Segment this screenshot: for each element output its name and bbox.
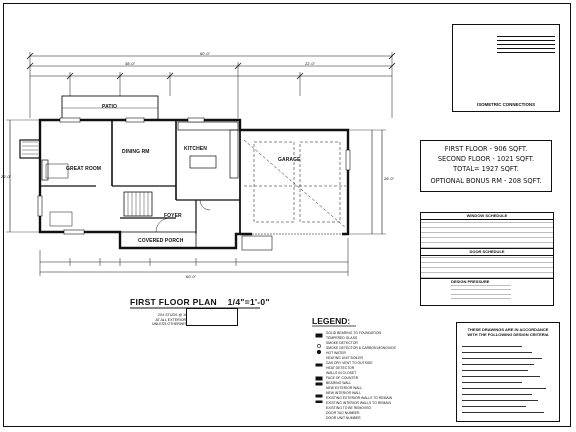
dim-left-overall: 26'-0" [1,174,12,179]
legend-item: NEW EXTERIOR WALL [326,386,363,390]
design-criteria-lines [462,341,554,413]
legend-item: WALLS IN CLOSET [326,371,357,375]
stud-note-line-3: UNLESS OTHERWISE NOTED [152,322,203,327]
legend-item: SOLID BEARING TO FOUNDATION [326,331,382,335]
legend-item: DOOR TAG NUMBER [326,411,360,415]
new-wall-key [186,308,238,326]
isometric-connections-panel: ISOMETRIC CONNECTIONS [452,24,560,112]
stud-note: 2X4 STUDS @ 16" O.C. AT ALL EXTERIOR WAL… [152,313,203,327]
legend-item: FACE OF COUNTER [326,376,359,380]
isometric-title: ISOMETRIC CONNECTIONS [476,102,536,107]
dim-overall-top: 60'-0" [200,51,211,56]
room-label-foyer: FOYER [164,213,182,219]
dim-bottom-overall: 60'-0" [186,274,197,279]
door-schedule-title: DOOR SCHEDULE [421,248,553,256]
dim-right-overall: 26'-0" [384,176,395,181]
area-bonus: OPTIONAL BONUS RM - 208 SQFT. [430,177,542,185]
area-second-floor: SECOND FLOOR - 1021 SQFT. [437,155,535,163]
stud-note-line-2: AT ALL EXTERIOR WALLS [155,317,200,322]
room-label-kitchen: KITCHEN [184,146,207,152]
legend-item: EXISTING EXTERIOR WALLS TO REMAIN [326,396,393,400]
legend-item: SMOKE DETECTOR [326,341,358,345]
design-criteria-header: THESE DRAWINGS ARE IN ACCORDANCE WITH TH… [467,327,549,337]
room-label-dining: DINING RM [122,149,150,155]
legend-item: DOOR UNIT NUMBER [326,416,361,420]
area-summary-box: FIRST FLOOR - 906 SQFT. SECOND FLOOR - 1… [420,140,552,192]
legend-item: EXISTING TO BE REMOVED [326,406,371,410]
room-label-great-room: GREAT ROOM [66,166,102,172]
schedules-panel: WINDOW SCHEDULE DOOR SCHEDULE DESIGN PRE… [420,212,554,306]
design-pressure-title: DESIGN PRESSURE [421,278,553,285]
isometric-notes [497,33,555,53]
legend-item: HOT WATER [326,351,346,355]
legend-item: TEMPERED GLASS [326,336,358,340]
area-first-floor: FIRST FLOOR - 906 SQFT. [444,145,528,153]
plan-title: FIRST FLOOR PLAN 1/4"=1'-0" [130,297,270,307]
room-label-garage: GARAGE [278,157,301,163]
drawing-sheet [3,3,571,427]
door-schedule-grid [421,256,553,278]
legend-item: EXISTING INTERIOR WALLS TO REMAIN [326,401,391,405]
design-criteria-panel: THESE DRAWINGS ARE IN ACCORDANCE WITH TH… [456,322,560,422]
legend-title: LEGEND: [312,316,351,326]
legend-item: BEARING WALL [326,381,352,385]
plan-scale: 1/4"=1'-0" [227,297,270,307]
legend-item: HEAT DETECTOR [326,366,355,370]
room-label-patio: PATIO [102,104,118,110]
area-total: TOTAL= 1927 SQFT. [453,165,519,173]
window-schedule-title: WINDOW SCHEDULE [421,213,553,220]
room-label-covered-porch: COVERED PORCH [138,238,184,244]
legend-item: NEW INTERIOR WALL [326,391,362,395]
window-schedule-grid [421,220,553,248]
design-pressure-grid [451,285,511,299]
dim-top-right: 22'-0" [305,61,316,66]
dim-top-left: 38'-0" [125,61,136,66]
plan-title-text: FIRST FLOOR PLAN [130,297,217,307]
stud-note-line-1: 2X4 STUDS @ 16" O.C. [157,313,197,317]
legend-item: SMOKE DETECTOR & CARBON MONOXIDE [326,346,396,350]
legend-item: HEATING UNIT BOILER [326,356,363,360]
legend-item: GAS DRY VENT TO OUTSIDE [326,361,373,365]
